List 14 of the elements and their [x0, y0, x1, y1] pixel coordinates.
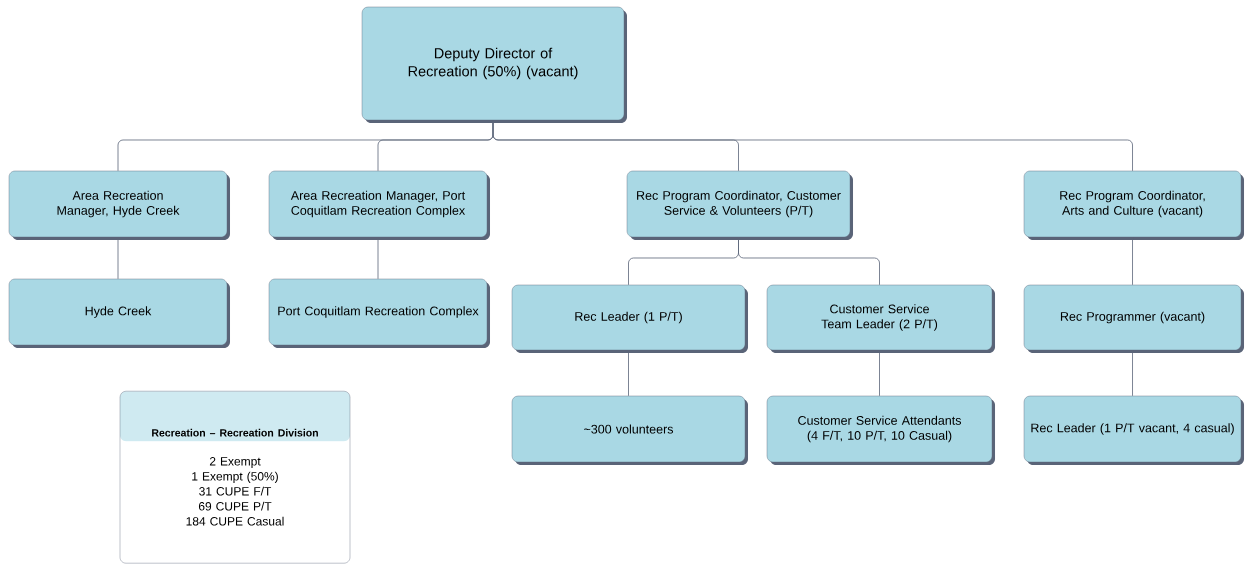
position-box: Rec Leader (1 P/T) — [511, 284, 748, 353]
position-box: Rec Leader (1 P/T vacant, 4 casual) — [1023, 395, 1244, 465]
position-box: Area Recreation Manager, Port Coquitlam Recreation Complex — [268, 170, 490, 240]
position-box: Hyde Creek — [8, 278, 230, 348]
position-box: Port Coquitlam Recreation Complex — [268, 278, 490, 348]
position-box: Rec Program Coordinator, Arts and Culture (vacant) — [1023, 170, 1244, 240]
position-box: Rec Programmer (vacant) — [1023, 284, 1244, 353]
position-box: Area Recreation Manager, Hyde Creek — [8, 170, 230, 240]
summary-box: Recreation – Recreation Division 2 Exempt 1 Exempt (50%) 31 CUPE F/T 69 CUPE P/T 184 CUPE Casual — [119, 391, 351, 564]
position-box: Customer Service Team Leader (2 P/T) — [766, 284, 995, 353]
position-box: Deputy Director of Recreation (50%) (vacant) — [361, 6, 627, 123]
position-box: Customer Service Attendants (4 F/T, 10 P/T, 10 Casual) — [766, 395, 995, 465]
position-box: Rec Program Coordinator, Customer Service & Volunteers (P/T) — [626, 170, 853, 240]
position-box: ~300 volunteers — [511, 395, 748, 465]
